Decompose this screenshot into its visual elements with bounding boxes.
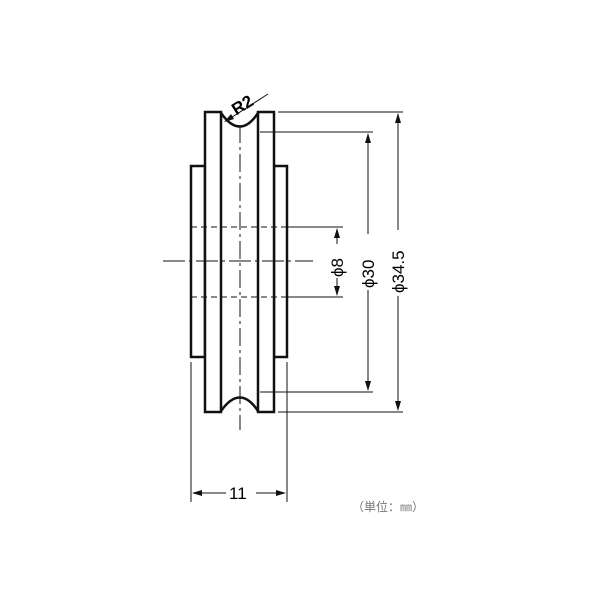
- unit-note: （単位：㎜）: [352, 500, 425, 514]
- radius-leader: [225, 93, 269, 122]
- left-flange: [203, 110, 223, 414]
- radius-label: R2: [228, 91, 257, 119]
- bore-diameter-label: ϕ8: [328, 258, 347, 277]
- groove-diameter-label: ϕ30: [359, 260, 378, 288]
- arrowheads: [192, 113, 401, 496]
- width-label: 11: [229, 484, 247, 503]
- extension-lines: [190, 111, 403, 502]
- outer-diameter-label: ϕ34.5: [389, 250, 408, 293]
- right-flange: [256, 110, 276, 414]
